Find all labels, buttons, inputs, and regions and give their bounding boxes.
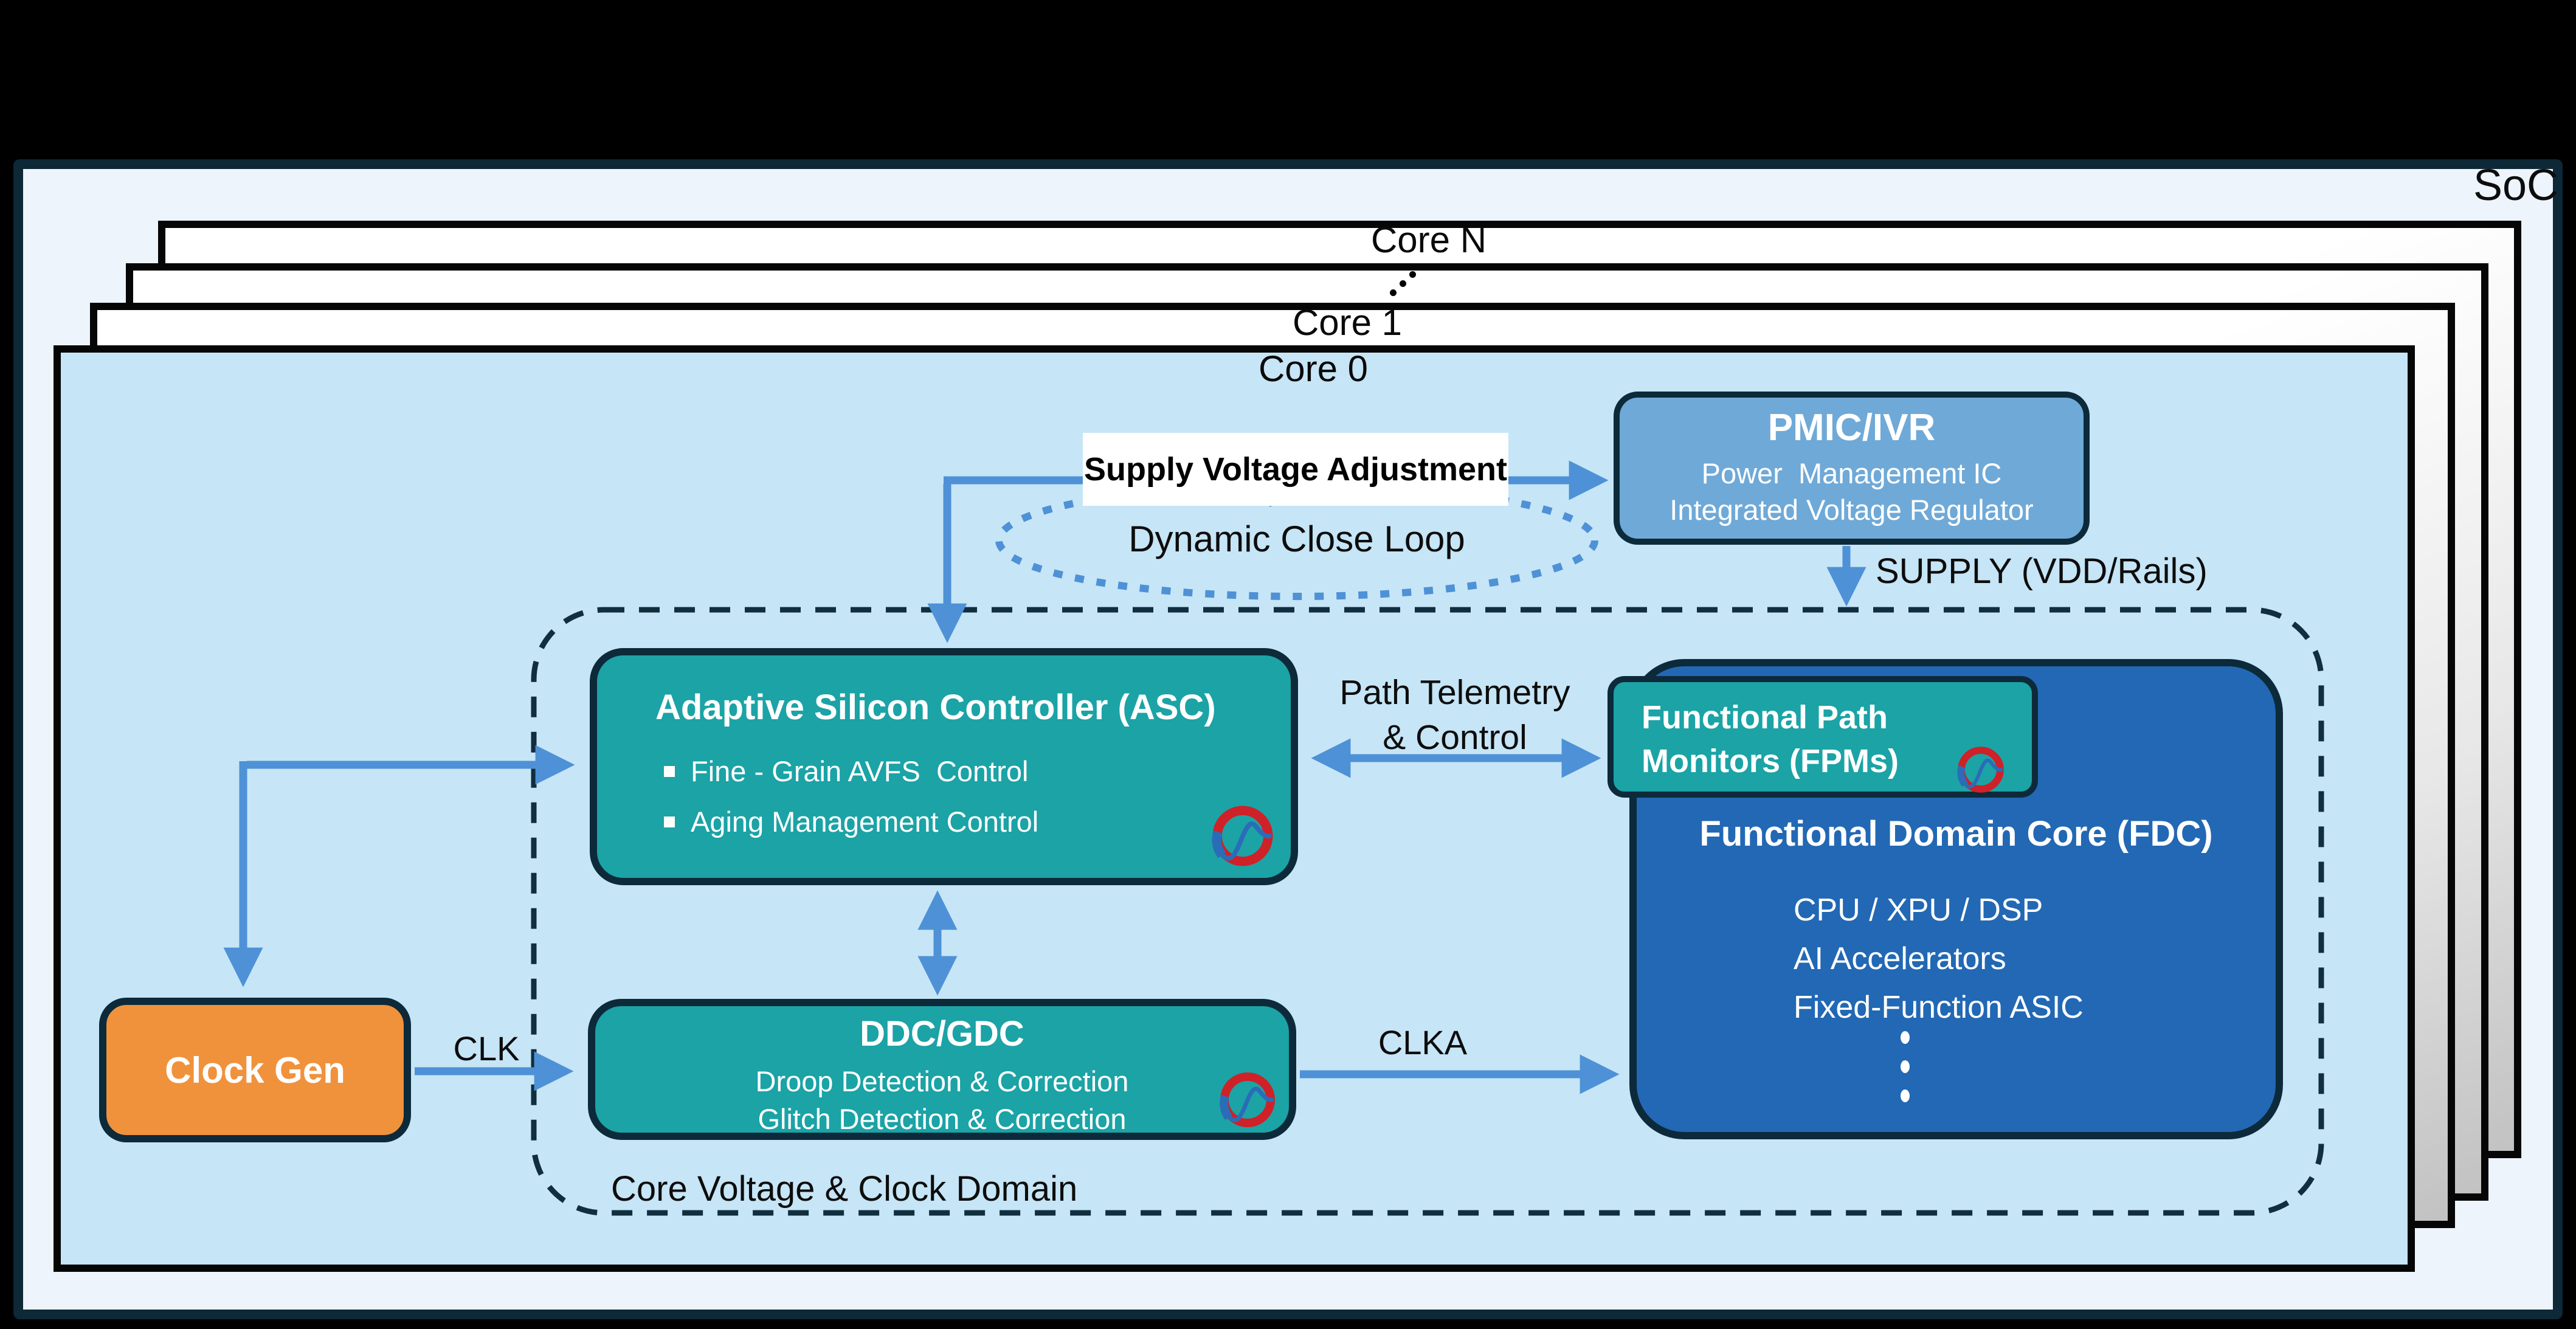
clka-label: CLKA [1378,1023,1468,1061]
asc-box: Adaptive Silicon Controller (ASC) Fine -… [590,648,1298,885]
asc-bullet-2: Aging Management Control [691,806,1039,838]
ddc-line2: Glitch Detection & Correction [758,1103,1127,1135]
path-telemetry-line1: Path Telemetry [1339,673,1570,712]
pmic-ivr-box: PMIC/IVR Power Management IC Integrated … [1614,392,2090,545]
pmic-line1: Power Management IC [1701,457,2002,489]
asc-title: Adaptive Silicon Controller (ASC) [655,688,1216,727]
core-1-label: Core 1 [1292,302,1403,343]
ddc-gdc-box: DDC/GDC Droop Detection & Correction Gli… [588,999,1296,1140]
sine-wave-logo-icon [1957,747,2004,793]
pmic-title: PMIC/IVR [1767,407,1936,449]
fdc-item-1: CPU / XPU / DSP [1794,892,2043,928]
path-telemetry-label: Path Telemetry & Control [1307,670,1603,760]
pmic-line2: Integrated Voltage Regulator [1670,494,2034,526]
clk-label: CLK [453,1029,520,1068]
asc-bullet-1: Fine - Grain AVFS Control [691,755,1029,787]
fdc-title: Functional Domain Core (FDC) [1699,814,2213,854]
clock-gen-box: Clock Gen [99,998,411,1142]
bullet-square-icon [664,816,675,827]
fpm-box: Functional Path Monitors (FPMs) [1607,676,2038,798]
dynamic-close-loop-label: Dynamic Close Loop [1128,519,1465,559]
path-telemetry-line2: & Control [1383,718,1527,757]
supply-vdd-rails-label: SUPPLY (VDD/Rails) [1876,551,2208,591]
ddc-line1: Droop Detection & Correction [755,1065,1129,1097]
core-voltage-clock-domain-label: Core Voltage & Clock Domain [611,1169,1078,1209]
sine-wave-logo-icon [1220,1072,1275,1127]
fpm-line1: Functional Path [1642,699,1888,736]
core-n-label: Core N [1370,219,1487,260]
sine-wave-logo-icon [1212,806,1273,866]
bullet-square-icon [664,765,675,777]
clock-gen-label: Clock Gen [165,1049,345,1091]
supply-voltage-adjustment-label: Supply Voltage Adjustment [1083,433,1508,506]
core-0-label: Core 0 [1258,348,1369,389]
soc-title: SoC [2473,161,2558,210]
fdc-item-2: AI Accelerators [1794,941,2006,976]
fdc-item-3: Fixed-Function ASIC [1794,990,2084,1025]
ddc-title: DDC/GDC [860,1014,1024,1054]
